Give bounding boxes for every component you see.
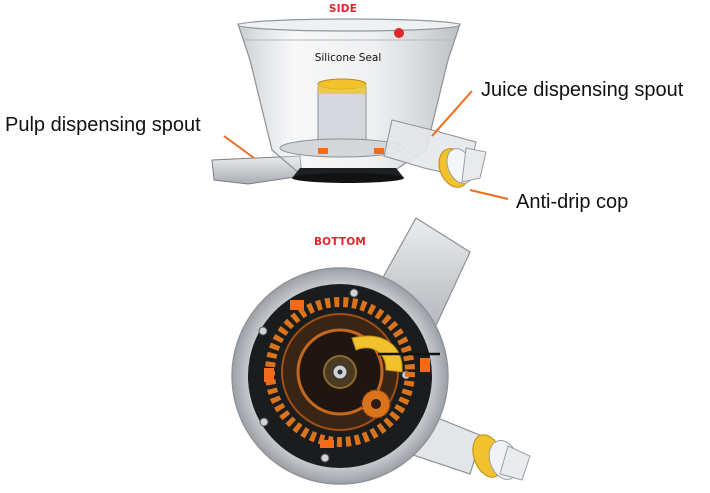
side-view-title: SIDE [329,3,357,15]
side-view-juicer-bowl [211,18,487,188]
bottom-view-juicer-bowl [231,217,531,485]
juice-spout-label: Juice dispensing spout [481,79,684,101]
juice-spout-leader-line [431,90,473,137]
pulp-spout-label: Pulp dispensing spout [5,114,201,136]
pulp-spout-leader-line [223,135,255,159]
anti-drip-leader-line [469,189,509,200]
bottom-view-title: BOTTOM [314,236,366,248]
silicone-seal-label: Silicone Seal [315,52,382,64]
red-dot-marker [394,28,404,38]
anti-drip-label: Anti-drip cop [516,191,628,213]
